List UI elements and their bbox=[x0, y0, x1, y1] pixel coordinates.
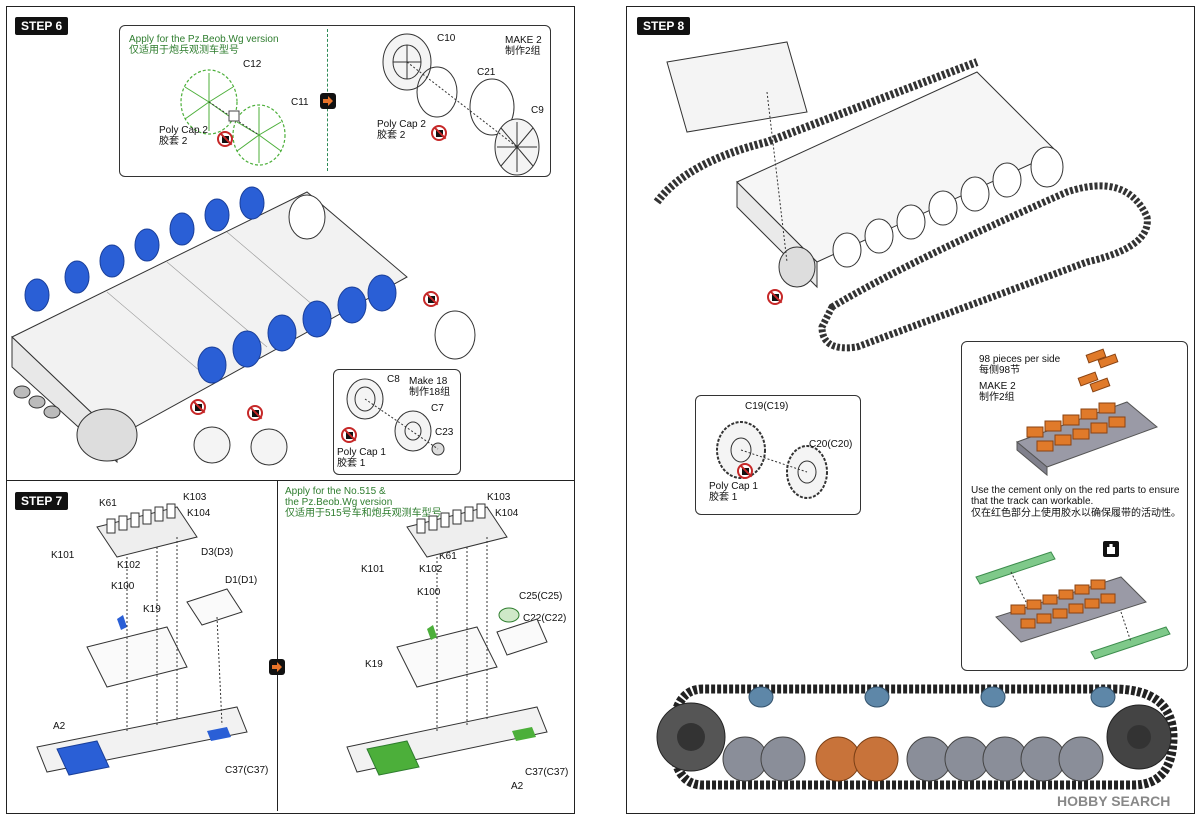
cement-icon bbox=[1103, 541, 1119, 557]
track-runner-drawing bbox=[975, 551, 1171, 660]
part-label-k19: K19 bbox=[143, 604, 161, 615]
no-glue-icon bbox=[190, 399, 206, 415]
no-glue-icon bbox=[423, 291, 439, 307]
part-label-k61: K61 bbox=[99, 498, 117, 509]
part-label-c12: C12 bbox=[243, 59, 262, 70]
part-label-c11: C11 bbox=[291, 97, 309, 108]
part-label-c22: C22(C22) bbox=[523, 613, 567, 624]
alternative-arrow-icon bbox=[320, 93, 336, 109]
part-label-c7: C7 bbox=[431, 403, 444, 414]
running-gear-side-view bbox=[656, 684, 1178, 790]
deck-assembly-green-drawing bbox=[346, 503, 548, 776]
alternative-arrow-icon bbox=[269, 659, 285, 675]
part-label-k104: K104 bbox=[187, 508, 211, 519]
part-label-c37: C37(C37) bbox=[225, 765, 269, 776]
polycap-label-zh: 胶套 2 bbox=[159, 136, 188, 147]
track-pieces-label-zh: 每侧98节 bbox=[979, 365, 1021, 376]
hull-road-wheel-assembly-drawing bbox=[11, 186, 476, 466]
part-label-k100: K100 bbox=[111, 581, 135, 592]
part-label-a2-right: A2 bbox=[511, 781, 524, 792]
polycap-label: Poly Cap 2 bbox=[159, 125, 208, 136]
part-label-k104-right: K104 bbox=[495, 508, 519, 519]
part-label-k101: K101 bbox=[51, 550, 75, 561]
no-glue-icon bbox=[431, 125, 447, 141]
part-label-c8: C8 bbox=[387, 374, 400, 385]
track-make-label-zh: 制作2组 bbox=[979, 392, 1015, 403]
step6-variant-note-zh: 仅适用于炮兵观测车型号 bbox=[129, 45, 239, 56]
track-make-label: MAKE 2 bbox=[979, 381, 1016, 392]
part-label-c23: C23 bbox=[435, 427, 454, 438]
hull-track-assembly-drawing bbox=[653, 41, 1151, 352]
part-label-k102-right: K102 bbox=[419, 564, 443, 575]
part-label-k100-right: K100 bbox=[417, 587, 441, 598]
no-glue-icon bbox=[247, 405, 263, 421]
make-2-label: MAKE 2 bbox=[505, 35, 542, 46]
part-label-k61-right: K61 bbox=[439, 551, 457, 562]
polycap-label-right: Poly Cap 2 bbox=[377, 119, 426, 130]
part-label-d3: D3(D3) bbox=[201, 547, 234, 558]
step8-badge: STEP 8 bbox=[637, 17, 691, 35]
no-glue-icon bbox=[217, 131, 233, 147]
left-instruction-page: STEP 6 Apply for the Pz.Beob.Wg version … bbox=[6, 6, 575, 814]
part-label-c20: C20(C20) bbox=[809, 439, 853, 450]
make-2-label-zh: 制作2组 bbox=[505, 46, 541, 57]
part-label-c19: C19(C19) bbox=[745, 401, 789, 412]
right-instruction-page: STEP 8 C19(C19) C20(C20) Poly Cap 1 胶套 1… bbox=[626, 6, 1195, 814]
step6-variant-note: Apply for the Pz.Beob.Wg version bbox=[129, 34, 279, 45]
part-label-d1: D1(D1) bbox=[225, 575, 258, 586]
step6-badge: STEP 6 bbox=[15, 17, 69, 35]
step7-variant-note-1: Apply for the No.515 & bbox=[285, 486, 386, 497]
part-label-a2: A2 bbox=[53, 721, 66, 732]
part-label-c10: C10 bbox=[437, 33, 456, 44]
make-18-label-zh: 制作18组 bbox=[409, 387, 451, 398]
part-label-c37-right: C37(C37) bbox=[525, 767, 569, 778]
idler-wheel-drawing bbox=[382, 33, 540, 176]
no-glue-icon bbox=[341, 427, 357, 443]
step7-variant-note-2: the Pz.Beob.Wg version bbox=[285, 497, 393, 508]
deck-assembly-blue-drawing bbox=[36, 503, 248, 776]
polycap-label-right-zh: 胶套 2 bbox=[377, 130, 406, 141]
cement-note-line1: Use the cement only on the red parts to … bbox=[971, 485, 1180, 496]
step7-vertical-divider bbox=[277, 481, 278, 811]
polycap-1-label-step8-zh: 胶套 1 bbox=[709, 492, 738, 503]
step-divider bbox=[7, 480, 574, 481]
track-jig-drawing bbox=[1016, 348, 1158, 477]
part-label-k103: K103 bbox=[183, 492, 207, 503]
part-label-k103-right: K103 bbox=[487, 492, 511, 503]
polycap-1-label: Poly Cap 1 bbox=[337, 447, 386, 458]
polycap-1-label-step8: Poly Cap 1 bbox=[709, 481, 758, 492]
part-label-k102: K102 bbox=[117, 560, 141, 571]
track-pieces-label: 98 pieces per side bbox=[979, 354, 1061, 365]
part-label-c9: C9 bbox=[531, 105, 544, 116]
step7-badge: STEP 7 bbox=[15, 492, 69, 510]
road-wheel-drawing bbox=[346, 378, 445, 456]
idler-wheel-green-drawing bbox=[180, 69, 286, 166]
no-glue-icon bbox=[767, 289, 783, 305]
cement-note-line2: that the track can workable. bbox=[971, 496, 1094, 507]
hobby-search-watermark: HOBBY SEARCH bbox=[1057, 793, 1171, 809]
part-label-c25: C25(C25) bbox=[519, 591, 563, 602]
make-18-label: Make 18 bbox=[409, 376, 448, 387]
part-label-k101-right: K101 bbox=[361, 564, 385, 575]
part-label-k19-right: K19 bbox=[365, 659, 383, 670]
part-label-c21: C21 bbox=[477, 67, 496, 78]
cement-note-zh: 仅在红色部分上使用胶水以确保履带的活动性。 bbox=[971, 508, 1181, 519]
polycap-1-label-zh: 胶套 1 bbox=[337, 458, 366, 469]
no-glue-icon bbox=[737, 463, 753, 479]
step7-variant-note-zh: 仅适用于515号车和炮兵观测车型号 bbox=[285, 508, 442, 519]
